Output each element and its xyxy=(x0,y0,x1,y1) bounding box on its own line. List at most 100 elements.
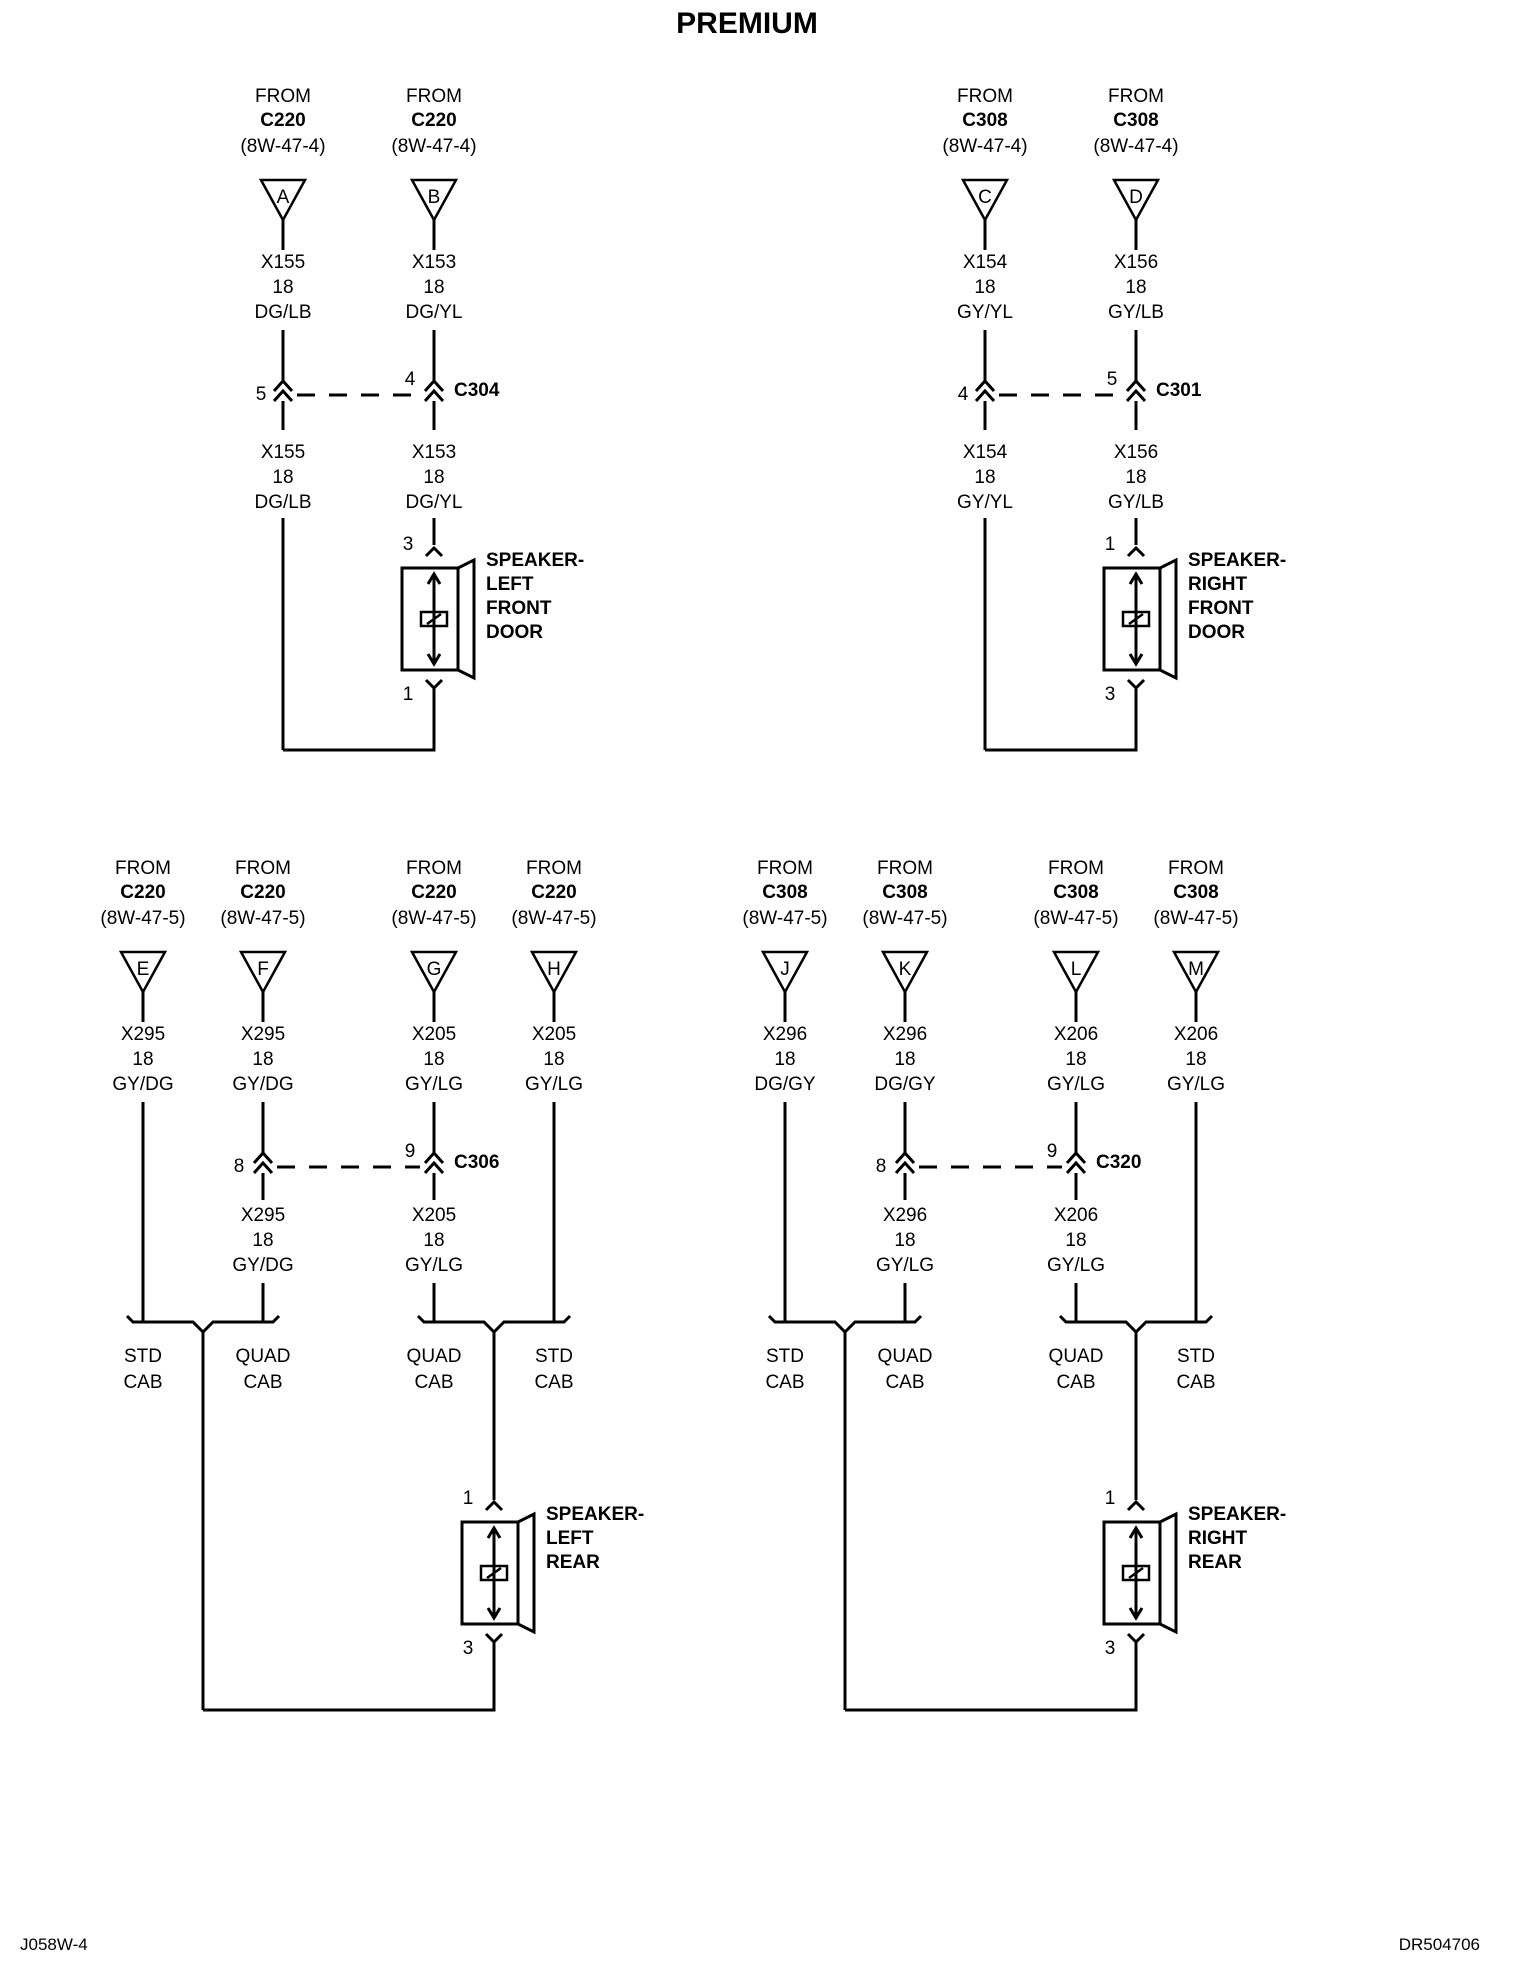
speaker-coil xyxy=(1121,610,1151,628)
speaker-label: SPEAKER- xyxy=(486,550,584,571)
speaker-label: DOOR xyxy=(1188,622,1245,643)
connector-letter: D xyxy=(1129,187,1143,208)
wire-circuit-label: X155 xyxy=(261,442,305,463)
wire-color-label: GY/LG xyxy=(1167,1074,1225,1095)
source-connector-label: C220 xyxy=(531,882,576,903)
from-label: FROM xyxy=(1168,858,1224,879)
cab-option-label: CAB xyxy=(1176,1372,1215,1393)
cab-option-label: STD xyxy=(766,1346,804,1367)
wire-gauge-label: 18 xyxy=(974,467,995,488)
wire-gauge-label: 18 xyxy=(423,1049,444,1070)
connector-letter: G xyxy=(427,959,442,980)
connector-letter: H xyxy=(547,959,561,980)
speaker-pin-chevron xyxy=(484,1499,504,1512)
inline-connector-label: C306 xyxy=(454,1152,499,1173)
wire-circuit-label: X205 xyxy=(412,1205,456,1226)
speaker-coil xyxy=(1121,1564,1151,1582)
connector-triangle xyxy=(960,178,1010,223)
wire-gauge-label: 18 xyxy=(1065,1230,1086,1251)
speaker-pin-chevron xyxy=(424,545,444,558)
inline-pin-number: 9 xyxy=(405,1141,416,1162)
connector-letter: M xyxy=(1188,959,1204,980)
reference-label: (8W-47-5) xyxy=(511,908,596,929)
connector-letter: B xyxy=(428,187,441,208)
wire-color-label: GY/DG xyxy=(232,1255,293,1276)
inline-connector-chevron-upper xyxy=(974,378,996,393)
source-connector-label: C308 xyxy=(1173,882,1218,903)
inline-pin-number: 5 xyxy=(1107,369,1118,390)
speaker-pin-chevron xyxy=(424,678,444,691)
cab-option-label: QUAD xyxy=(1049,1346,1104,1367)
inline-pin-number: 8 xyxy=(876,1156,887,1177)
footer-code-left: J058W-4 xyxy=(20,1935,88,1954)
wire-gauge-label: 18 xyxy=(423,1230,444,1251)
source-connector-label: C308 xyxy=(882,882,927,903)
cab-option-bracket xyxy=(767,1314,923,1335)
wire-circuit-label: X206 xyxy=(1054,1205,1098,1226)
inline-connector-chevron-upper xyxy=(1125,378,1147,393)
connector-triangle xyxy=(760,950,810,995)
speaker-cone xyxy=(517,1511,536,1635)
inline-connector-label: C320 xyxy=(1096,1152,1141,1173)
inline-pin-number: 4 xyxy=(958,384,969,405)
wire-color-label: DG/GY xyxy=(754,1074,816,1095)
inline-connector-label: C304 xyxy=(454,380,500,401)
wire-color-label: GY/LB xyxy=(1108,302,1164,323)
speaker-coil xyxy=(419,610,449,628)
wire-gauge-label: 18 xyxy=(423,467,444,488)
speaker-label: RIGHT xyxy=(1188,574,1248,595)
wire-circuit-label: X153 xyxy=(412,442,456,463)
from-label: FROM xyxy=(526,858,582,879)
wire-color-label: DG/LB xyxy=(254,492,311,513)
wire-gauge-label: 18 xyxy=(252,1049,273,1070)
connector-letter: L xyxy=(1071,959,1082,980)
speaker-label: LEFT xyxy=(546,1528,594,1549)
inline-connector-chevron-lower xyxy=(423,1160,445,1175)
wire-circuit-label: X156 xyxy=(1114,442,1158,463)
speaker-pin-chevron xyxy=(1126,1632,1146,1645)
speaker-cone xyxy=(1159,1511,1178,1635)
connector-triangle xyxy=(529,950,579,995)
cab-option-label: STD xyxy=(535,1346,573,1367)
inline-connector-chevron-lower xyxy=(1065,1160,1087,1175)
from-label: FROM xyxy=(1048,858,1104,879)
source-connector-label: C220 xyxy=(411,110,456,131)
inline-connector-chevron-upper xyxy=(252,1150,274,1165)
cab-option-label: CAB xyxy=(414,1372,453,1393)
wire-color-label: DG/YL xyxy=(405,302,462,323)
from-label: FROM xyxy=(1108,86,1164,107)
inline-pin-number: 5 xyxy=(256,384,267,405)
speaker-cone xyxy=(457,557,476,681)
connector-triangle xyxy=(258,178,308,223)
wire-circuit-label: X295 xyxy=(241,1024,285,1045)
wire-color-label: GY/YL xyxy=(957,302,1013,323)
inline-connector-chevron-lower xyxy=(974,388,996,403)
wire-circuit-label: X155 xyxy=(261,252,305,273)
wire-gauge-label: 18 xyxy=(272,277,293,298)
source-connector-label: C220 xyxy=(240,882,285,903)
wire-gauge-label: 18 xyxy=(894,1230,915,1251)
source-connector-label: C308 xyxy=(762,882,807,903)
connector-letter: E xyxy=(137,959,150,980)
wire-gauge-label: 18 xyxy=(272,467,293,488)
wire-gauge-label: 18 xyxy=(1125,277,1146,298)
speaker-arrow-down xyxy=(486,1607,502,1621)
speaker-body xyxy=(400,566,460,672)
speaker-label: DOOR xyxy=(486,622,543,643)
speaker-coil xyxy=(479,1564,509,1582)
inline-connector-label: C301 xyxy=(1156,380,1202,401)
speaker-coil-slash xyxy=(1128,1566,1144,1580)
inline-connector-chevron-lower xyxy=(894,1160,916,1175)
cab-option-label: CAB xyxy=(243,1372,282,1393)
wire-circuit-label: X296 xyxy=(883,1024,927,1045)
speaker-label: RIGHT xyxy=(1188,1528,1248,1549)
wire-gauge-label: 18 xyxy=(1185,1049,1206,1070)
speaker-pin-top: 1 xyxy=(1105,534,1116,555)
source-connector-label: C220 xyxy=(260,110,305,131)
inline-connector-chevron-lower xyxy=(1125,388,1147,403)
speaker-label: REAR xyxy=(546,1552,600,1573)
speaker-arrow-down xyxy=(1128,1607,1144,1621)
wire-color-label: GY/DG xyxy=(112,1074,173,1095)
wire-return xyxy=(985,688,1138,752)
